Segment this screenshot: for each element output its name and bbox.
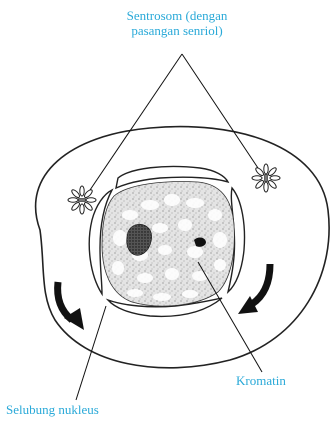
centrosome-label-line2: pasangan senriol) bbox=[88, 23, 266, 38]
centrosome-right bbox=[252, 164, 280, 192]
centrosome-label-line1: Sentrosom (dengan bbox=[88, 8, 266, 23]
centrosome-label: Sentrosom (dengan pasangan senriol) bbox=[88, 8, 266, 38]
chromatin-label: Kromatin bbox=[236, 373, 286, 388]
centrosome-left bbox=[68, 186, 96, 214]
nuclear-envelope-label: Selubung nukleus bbox=[6, 402, 99, 417]
